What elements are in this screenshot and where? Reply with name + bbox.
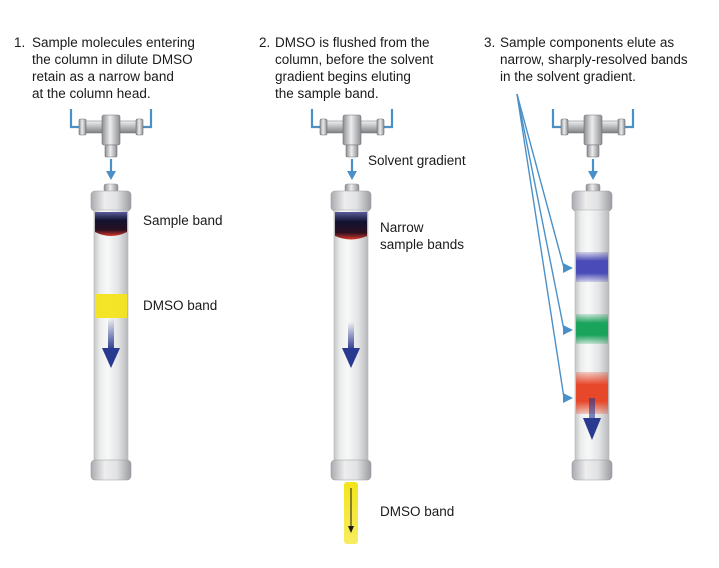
step-1-caption-line: retain as a narrow band: [32, 69, 174, 84]
flow-arrow-shaft: [589, 398, 595, 420]
dmso-band: [95, 294, 127, 318]
step-1-number: 1.: [14, 35, 26, 50]
column-1: [69, 107, 153, 481]
column-3: [516, 93, 635, 481]
step-1-caption-line: Sample molecules entering: [32, 35, 195, 50]
step-2-caption-line: gradient begins eluting: [275, 69, 411, 84]
flow-arrow-icon: [583, 418, 601, 440]
flow-arrow-shaft: [108, 318, 114, 350]
step-2-number: 2.: [259, 35, 271, 50]
blue-band: [576, 252, 608, 282]
flow-arrow-icon: [342, 348, 360, 368]
pointer-line-red: [516, 93, 565, 399]
step-3-caption-line: Sample components elute as: [500, 35, 675, 50]
bottom-cap: [330, 459, 372, 481]
top-cap: [90, 190, 132, 212]
step-2-caption-line: DMSO is flushed from the: [275, 35, 430, 50]
tee-fitting-icon: [69, 107, 153, 182]
step-1-caption-line: the column in dilute DMSO: [32, 52, 193, 67]
tee-fitting-icon: [310, 107, 394, 182]
top-cap: [330, 190, 372, 212]
bottom-cap: [90, 459, 132, 481]
pointer-lines: [516, 93, 565, 399]
step-3-caption-line: in the solvent gradient.: [500, 69, 636, 84]
narrow-sample-bands-line: sample bands: [380, 237, 465, 252]
column-2: [310, 107, 394, 544]
flow-arrow-shaft: [348, 322, 354, 350]
solvent-gradient-label: Solvent gradient: [368, 153, 466, 168]
pointer-line-green: [516, 93, 565, 331]
step-3-caption-line: narrow, sharply-resolved bands: [500, 52, 688, 67]
sample-band-label: Sample band: [143, 213, 223, 228]
pointer-arrow-icon: [563, 263, 573, 273]
bottom-cap: [571, 459, 613, 481]
narrow-sample-band: [335, 212, 367, 240]
pointer-arrow-icon: [563, 393, 573, 403]
dmso-out-arrow-icon: [348, 526, 354, 533]
dmso-band-out-label: DMSO band: [380, 504, 455, 519]
dmso-band-label: DMSO band: [143, 298, 218, 313]
green-band: [576, 314, 608, 344]
step-2-caption-line: column, before the solvent: [275, 52, 434, 67]
top-cap: [571, 190, 613, 212]
step-2-caption-line: the sample band.: [275, 86, 379, 101]
tee-fitting-icon: [551, 107, 635, 182]
step-1-caption-line: at the column head.: [32, 86, 151, 101]
flow-arrow-icon: [102, 348, 120, 368]
narrow-sample-bands-label: Narrow sample bands: [380, 219, 464, 253]
sample-band: [95, 212, 127, 236]
pointer-line-blue: [516, 93, 565, 269]
pointer-arrow-icon: [563, 325, 573, 335]
narrow-sample-bands-line: Narrow: [380, 220, 424, 235]
step-3-number: 3.: [484, 35, 496, 50]
